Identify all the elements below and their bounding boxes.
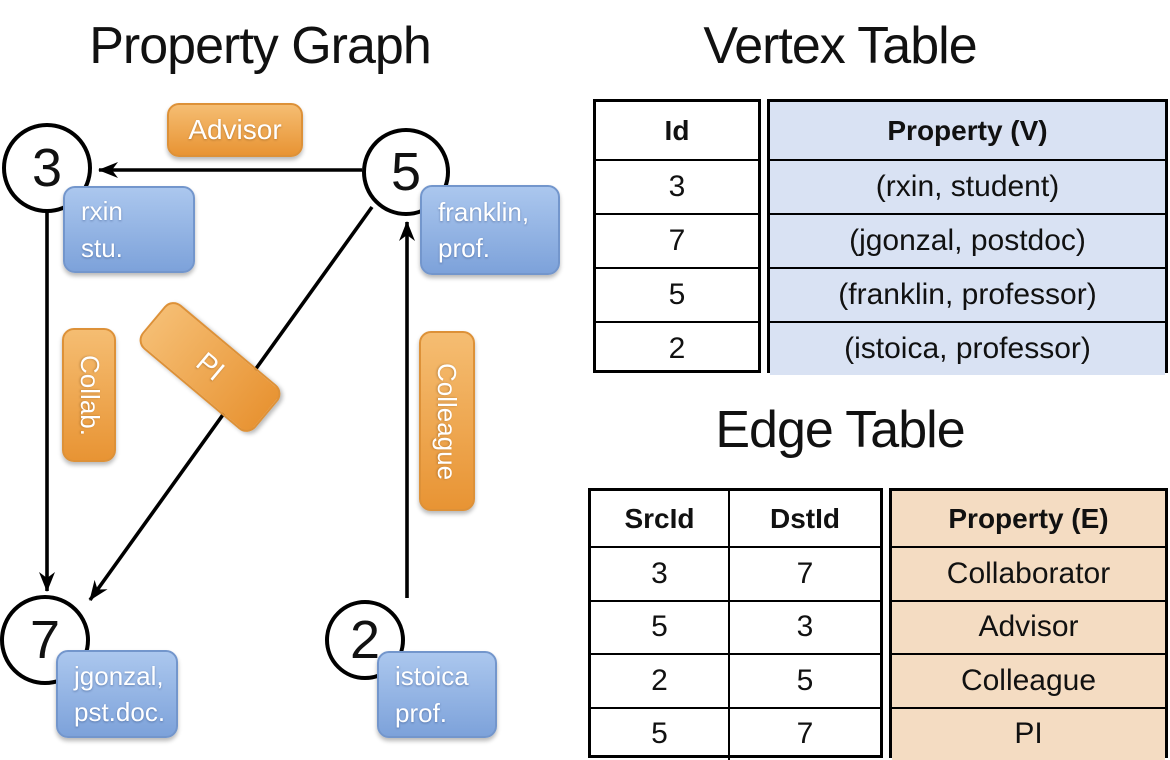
edge-table-property-column: Property (E) Collaborator Advisor Collea… (889, 488, 1168, 760)
edge-label-colleague: Colleague (419, 331, 475, 511)
table-cell: 7 (728, 546, 880, 600)
edge-label-text: Colleague (432, 362, 463, 480)
table-cell: 3 (728, 599, 880, 653)
vertex-table-title: Vertex Table (703, 17, 977, 75)
table-cell: 5 (591, 599, 728, 654)
table-cell: 7 (596, 213, 758, 267)
edge-table-header-dstid: DstId (728, 491, 880, 546)
edge-label-text: Advisor (188, 114, 282, 145)
vertex-property-line: franklin, (438, 196, 530, 227)
table-cell: 5 (591, 706, 728, 760)
vertex-table-id-column: Id 3 7 5 2 (593, 99, 761, 373)
vertex-id-label: 3 (31, 138, 63, 198)
table-cell: 5 (596, 267, 758, 321)
table-cell: 2 (591, 653, 728, 707)
vertex-table-property-column: Property (V) (rxin, student) (jgonzal, p… (767, 99, 1168, 375)
vertex-property-line: prof. (395, 697, 448, 728)
vertex-property-line: rxin (81, 196, 123, 227)
vertex-property-line: prof. (438, 233, 491, 263)
edge-label-text: PI (190, 346, 231, 387)
vertex-property-istoica: istoica prof. (377, 651, 497, 738)
vertex-table-header-property: Property (V) (770, 102, 1165, 159)
vertex-table-header-id: Id (664, 114, 690, 146)
table-cell: 7 (728, 706, 880, 760)
edge-label-advisor: Advisor (167, 103, 303, 157)
edge-label-collab: Collab. (62, 328, 116, 462)
table-cell: Advisor (892, 599, 1165, 653)
table-cell: (rxin, student) (770, 159, 1165, 213)
edge-table-title: Edge Table (715, 401, 965, 459)
edge-table-id-columns: SrcId DstId 3 7 5 3 2 5 5 7 (588, 488, 883, 760)
vertex-id-label: 7 (29, 610, 61, 670)
edge-label-text: Collab. (74, 354, 105, 436)
vertex-property-line: pst.doc. (74, 697, 166, 727)
table-cell: (istoica, professor) (770, 321, 1165, 375)
edge-table-header-srcid: SrcId (624, 502, 695, 534)
table-cell: (jgonzal, postdoc) (770, 213, 1165, 267)
table-cell: PI (892, 706, 1165, 760)
table-cell: 3 (591, 546, 728, 600)
vertex-property-rxin: rxin stu. (63, 186, 195, 273)
vertex-circle-2: 2 (325, 600, 405, 680)
vertex-property-jgonzal: jgonzal, pst.doc. (56, 650, 178, 738)
edge-table-header-property: Property (E) (892, 491, 1165, 546)
vertex-property-franklin: franklin, prof. (420, 185, 560, 275)
vertex-id-label: 2 (349, 610, 381, 670)
vertex-property-line: stu. (81, 232, 123, 263)
table-cell: 2 (596, 321, 758, 375)
vertex-property-line: istoica (395, 661, 469, 692)
vertex-property-line: jgonzal, (74, 660, 164, 691)
table-cell: 3 (596, 159, 758, 213)
table-cell: Collaborator (892, 546, 1165, 600)
table-cell: (franklin, professor) (770, 267, 1165, 321)
vertex-id-label: 5 (390, 142, 422, 202)
property-graph-title: Property Graph (89, 17, 432, 75)
table-cell: 5 (728, 653, 880, 707)
table-cell: Colleague (892, 653, 1165, 707)
